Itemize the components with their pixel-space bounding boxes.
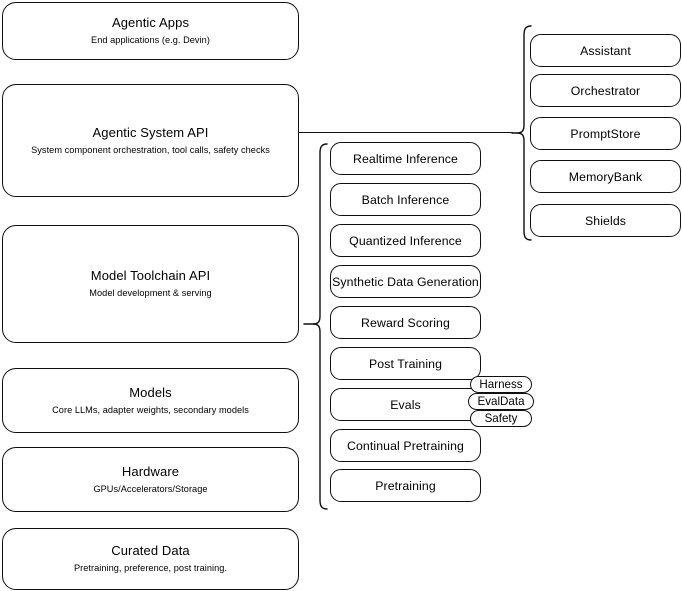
capability-box-continual-pretraining[interactable]: Continual Pretraining <box>330 429 481 462</box>
component-label: Orchestrator <box>570 83 641 98</box>
component-box-shields[interactable]: Shields <box>530 204 681 237</box>
layer-subtitle: System component orchestration, tool cal… <box>31 144 270 155</box>
evals-pill-harness[interactable]: Harness <box>470 376 532 393</box>
component-label: Shields <box>584 213 627 228</box>
capability-box-reward-scoring[interactable]: Reward Scoring <box>330 306 481 339</box>
capability-box-realtime-inference[interactable]: Realtime Inference <box>330 142 481 175</box>
capability-label: Pretraining <box>375 478 436 493</box>
layer-box-agentic-system-api[interactable]: Agentic System API System component orch… <box>2 84 299 197</box>
layer-box-models[interactable]: Models Core LLMs, adapter weights, secon… <box>2 368 299 433</box>
layer-title: Model Toolchain API <box>90 268 211 283</box>
component-box-orchestrator[interactable]: Orchestrator <box>530 74 681 107</box>
capability-box-post-training[interactable]: Post Training <box>330 347 481 380</box>
layer-subtitle: Model development & serving <box>89 288 212 298</box>
capability-box-pretraining[interactable]: Pretraining <box>330 469 481 502</box>
capability-label: Realtime Inference <box>352 151 458 166</box>
capability-box-quantized-inference[interactable]: Quantized Inference <box>330 224 481 257</box>
capability-box-batch-inference[interactable]: Batch Inference <box>330 183 481 216</box>
component-label: Assistant <box>580 43 631 58</box>
layer-subtitle: End applications (e.g. Devin) <box>91 35 210 45</box>
layer-subtitle: Pretraining, preference, post training. <box>73 563 228 573</box>
capability-label: Post Training <box>368 356 443 371</box>
component-label: MemoryBank <box>568 169 643 184</box>
evals-pill-evaldata[interactable]: EvalData <box>468 393 534 410</box>
capability-label: Synthetic Data Generation <box>332 274 479 289</box>
component-box-memorybank[interactable]: MemoryBank <box>530 160 681 193</box>
capability-label: Continual Pretraining <box>347 438 464 453</box>
capability-label: Reward Scoring <box>361 315 450 330</box>
brace-middle-column <box>300 142 328 517</box>
component-box-promptstore[interactable]: PromptStore <box>530 117 681 150</box>
layer-box-curated-data[interactable]: Curated Data Pretraining, preference, po… <box>2 528 299 590</box>
component-box-assistant[interactable]: Assistant <box>530 34 681 67</box>
capability-label: Batch Inference <box>361 192 450 207</box>
capability-label: Quantized Inference <box>349 233 462 248</box>
layer-subtitle: Core LLMs, adapter weights, secondary mo… <box>52 404 249 415</box>
layer-box-model-toolchain-api[interactable]: Model Toolchain API Model development & … <box>2 225 299 343</box>
layer-title: Agentic Apps <box>111 15 190 30</box>
component-label: PromptStore <box>570 126 641 141</box>
layer-subtitle: GPUs/Accelerators/Storage <box>93 483 208 494</box>
connector-line-system-api-to-components <box>299 132 513 134</box>
layer-box-hardware[interactable]: Hardware GPUs/Accelerators/Storage <box>2 447 299 512</box>
layer-title: Curated Data <box>111 543 190 558</box>
capability-box-synthetic-data-generation[interactable]: Synthetic Data Generation <box>330 265 481 298</box>
capability-label: Evals <box>390 397 421 412</box>
brace-right-column <box>510 24 532 250</box>
layer-title: Hardware <box>121 463 180 479</box>
layer-title: Agentic System API <box>92 124 209 140</box>
capability-box-evals[interactable]: Evals <box>330 388 481 421</box>
layer-title: Models <box>129 384 172 400</box>
layer-box-agentic-apps[interactable]: Agentic Apps End applications (e.g. Devi… <box>2 2 299 60</box>
evals-pill-safety[interactable]: Safety <box>470 410 532 427</box>
